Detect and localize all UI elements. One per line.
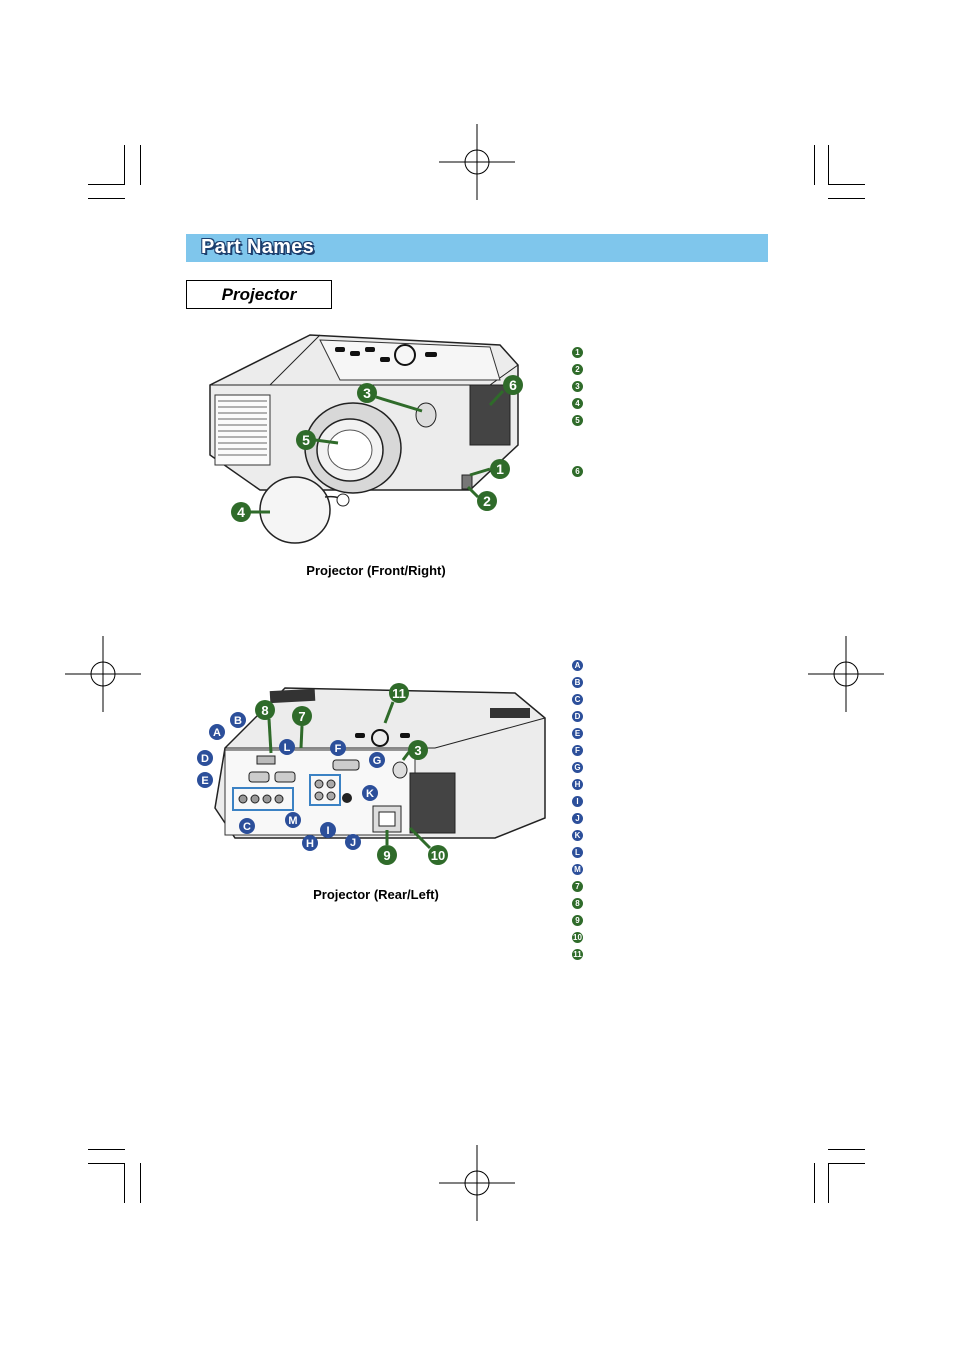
registration-mark-bottom <box>439 1145 515 1221</box>
rear-callout-j: J <box>350 837 356 849</box>
rear-callout-l: L <box>284 742 291 754</box>
rear-callout-g: G <box>373 755 382 767</box>
legend-marker: 2 <box>572 364 583 375</box>
registration-mark-right <box>808 636 884 712</box>
legend-marker: E <box>572 728 583 739</box>
legend-marker: F <box>572 745 583 756</box>
legend-item: 10 <box>572 930 772 947</box>
legend-item: 3 <box>572 379 772 396</box>
front-callout-2: 2 <box>483 493 491 509</box>
legend-item: B <box>572 675 772 692</box>
rear-figure-caption: Projector (Rear/Left) <box>313 887 439 902</box>
legend-marker: I <box>572 796 583 807</box>
legend-marker: 3 <box>572 381 583 392</box>
legend-item: 11 <box>572 947 772 964</box>
legend-item: 2 <box>572 362 772 379</box>
front-callout-1: 1 <box>496 461 504 477</box>
legend-item: 7 <box>572 879 772 896</box>
legend-item: D <box>572 709 772 726</box>
subtitle: Projector <box>221 285 297 304</box>
legend-marker: 7 <box>572 881 583 892</box>
front-callout-5: 5 <box>302 432 310 448</box>
subtitle-box: Projector <box>186 280 332 309</box>
section-title: Part Names <box>201 236 315 258</box>
legend-item: H <box>572 777 772 794</box>
rear-callout-8: 8 <box>261 703 268 718</box>
legend-marker: L <box>572 847 583 858</box>
front-figure-caption: Projector (Front/Right) <box>306 563 446 578</box>
legend-marker: K <box>572 830 583 841</box>
legend-item: 9 <box>572 913 772 930</box>
projector-front-illustration: 3 6 5 1 2 4 <box>209 334 523 544</box>
rear-callout-b: B <box>234 715 242 727</box>
legend-item: 5 <box>572 413 772 464</box>
legend-marker: H <box>572 779 583 790</box>
front-legend: 1 2 3 4 5 6 <box>572 345 772 481</box>
legend-marker: D <box>572 711 583 722</box>
legend-item: E <box>572 726 772 743</box>
legend-item: J <box>572 811 772 828</box>
legend-marker: 4 <box>572 398 583 409</box>
rear-callout-k: K <box>366 788 374 800</box>
legend-item: 1 <box>572 345 772 362</box>
legend-marker: 6 <box>572 466 583 477</box>
rear-callout-11: 11 <box>392 686 406 701</box>
legend-marker: J <box>572 813 583 824</box>
legend-item: I <box>572 794 772 811</box>
legend-item: L <box>572 845 772 862</box>
legend-marker: 1 <box>572 347 583 358</box>
rear-callout-d: D <box>201 753 209 765</box>
legend-marker: 8 <box>572 898 583 909</box>
rear-callout-i: I <box>326 825 329 837</box>
rear-callout-a: A <box>213 727 221 739</box>
legend-marker: 11 <box>572 949 583 960</box>
legend-item: 6 <box>572 464 772 481</box>
legend-marker: B <box>572 677 583 688</box>
legend-item: K <box>572 828 772 845</box>
registration-mark-top <box>439 124 515 200</box>
rear-callout-h: H <box>306 838 314 850</box>
legend-marker: 9 <box>572 915 583 926</box>
legend-item: A <box>572 658 772 675</box>
legend-marker: G <box>572 762 583 773</box>
front-callout-3: 3 <box>363 385 371 401</box>
legend-item: M <box>572 862 772 879</box>
rear-callout-7: 7 <box>298 709 305 724</box>
registration-mark-left <box>65 636 141 712</box>
rear-callout-3: 3 <box>414 743 421 758</box>
legend-item: 4 <box>572 396 772 413</box>
legend-item: C <box>572 692 772 709</box>
legend-marker: A <box>572 660 583 671</box>
rear-callout-m: M <box>288 815 297 827</box>
legend-item: G <box>572 760 772 777</box>
rear-callout-9: 9 <box>383 848 390 863</box>
front-callout-6: 6 <box>509 377 517 393</box>
rear-callout-f: F <box>335 743 342 755</box>
legend-marker: 5 <box>572 415 583 426</box>
section-header-bar: Part Names <box>186 234 768 262</box>
legend-item: F <box>572 743 772 760</box>
legend-item: 8 <box>572 896 772 913</box>
rear-callout-c: C <box>243 821 251 833</box>
legend-marker: 10 <box>572 932 583 943</box>
projector-rear-illustration: 11 8 7 3 9 10 A B L D E C M F G K I H J <box>197 683 546 865</box>
legend-marker: M <box>572 864 583 875</box>
rear-callout-10: 10 <box>431 848 445 863</box>
legend-marker: C <box>572 694 583 705</box>
front-callout-4: 4 <box>237 504 245 520</box>
rear-callout-e: E <box>201 775 208 787</box>
